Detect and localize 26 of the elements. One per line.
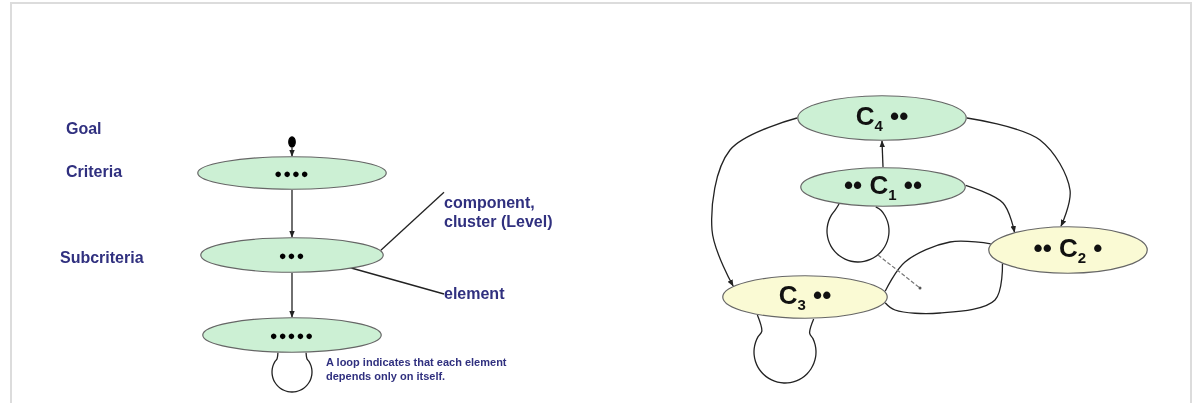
cluster-label: •• C$_{1}$ •• xyxy=(844,170,922,204)
level-label: Criteria xyxy=(66,163,124,181)
cluster-label: C$_{4}$ •• xyxy=(855,101,909,135)
connector-line xyxy=(884,263,1004,315)
arrow xyxy=(965,184,1016,233)
arrow xyxy=(289,272,295,318)
self-loop xyxy=(271,352,313,393)
level-label: Goal xyxy=(66,120,103,138)
callout-text: element xyxy=(444,285,505,303)
arrow xyxy=(966,117,1071,227)
leader-line xyxy=(380,191,445,251)
self-loop xyxy=(753,314,817,384)
cluster-label: C$_{3}$ •• xyxy=(778,280,832,314)
arrow xyxy=(289,147,295,157)
level-label: Subcriteria xyxy=(60,249,145,267)
self-loop xyxy=(826,203,890,263)
element-dots: ●●●● xyxy=(274,165,310,181)
cluster-label: •• C$_{2}$ • xyxy=(1033,233,1103,267)
element-dots: ●●●●● xyxy=(269,327,315,343)
callout-text: component, cluster (Level) xyxy=(444,193,554,231)
arrow xyxy=(711,117,798,287)
arrow xyxy=(879,140,886,168)
note-text: A loop indicates that each element depends only on itself. xyxy=(326,355,508,383)
element-dots: ●●● xyxy=(278,247,306,263)
connector-line xyxy=(884,240,992,292)
arrow xyxy=(289,189,295,238)
